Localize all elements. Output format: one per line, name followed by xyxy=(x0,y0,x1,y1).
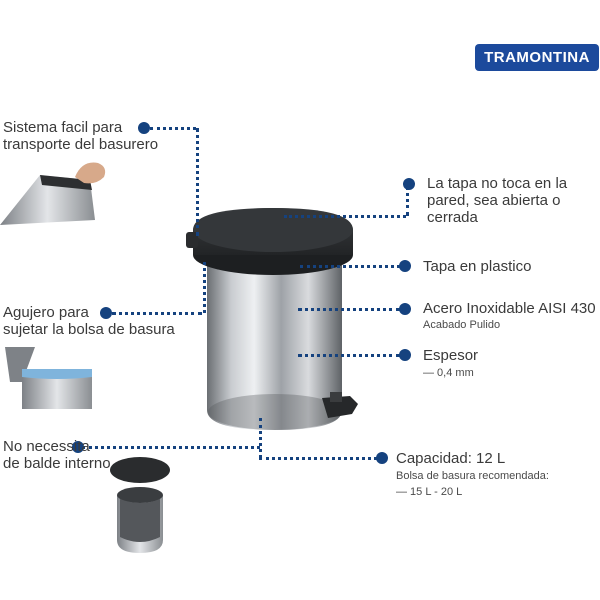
callout-steel: Acero Inoxidable AISI 430 xyxy=(423,300,596,317)
leader-line xyxy=(203,262,206,313)
callout-thickness: Espesor xyxy=(423,347,479,364)
callout-lid-material: Tapa en plastico xyxy=(423,258,532,275)
tramontina-logo: TRAMONTINA xyxy=(475,44,599,71)
callout-marker xyxy=(399,349,411,361)
leader-line xyxy=(150,127,196,130)
callout-no-bucket-line1: No necessita xyxy=(3,438,90,455)
callout-marker xyxy=(138,122,150,134)
callout-capacity: Capacidad: 12 L xyxy=(396,450,506,467)
callout-lid-wall: La tapa no toca en la pared, sea abierta… xyxy=(427,175,567,226)
no-bucket-image xyxy=(110,457,170,553)
leader-line xyxy=(259,418,262,458)
leader-line xyxy=(112,312,202,315)
callout-lid-wall-line2: pared, sea abierta o xyxy=(427,192,561,209)
transport-handle-image xyxy=(0,162,106,225)
callout-marker xyxy=(403,178,415,190)
callout-capacity-note1: Bolsa de basura recomendada: xyxy=(396,470,549,482)
leader-line xyxy=(82,446,260,449)
callout-bag-hole: Agujero para sujetar la bolsa de basura xyxy=(3,304,175,338)
callout-transport-line1: Sistema facil para xyxy=(3,119,123,136)
callout-lid-wall-line3: cerrada xyxy=(427,209,478,226)
callout-bag-hole-line2: sujetar la bolsa de basura xyxy=(3,321,175,338)
leader-line xyxy=(406,186,409,216)
callout-bag-hole-line1: Agujero para xyxy=(3,304,89,321)
callout-thickness-note: — 0,4 mm xyxy=(423,367,474,379)
leader-line xyxy=(298,354,400,357)
leader-line xyxy=(300,265,400,268)
callout-capacity-note2: — 15 L - 20 L xyxy=(396,486,463,498)
callout-steel-note: Acabado Pulido xyxy=(423,319,501,331)
callout-lid-wall-line1: La tapa no toca en la xyxy=(427,175,568,192)
leader-line xyxy=(196,128,199,236)
leader-line xyxy=(298,308,400,311)
callout-no-bucket-line2: de balde interno xyxy=(3,455,111,472)
callout-no-bucket: No necessita de balde interno xyxy=(3,438,111,472)
callout-transport-line2: transporte del basurero xyxy=(3,136,159,153)
leader-line xyxy=(284,215,406,218)
callout-marker xyxy=(399,303,411,315)
callout-transport: Sistema facil para transporte del basure… xyxy=(3,119,158,153)
callout-marker xyxy=(399,260,411,272)
callout-marker xyxy=(100,307,112,319)
bag-hole-image xyxy=(5,347,92,409)
callout-marker xyxy=(376,452,388,464)
callout-marker xyxy=(72,441,84,453)
leader-line xyxy=(259,457,377,460)
